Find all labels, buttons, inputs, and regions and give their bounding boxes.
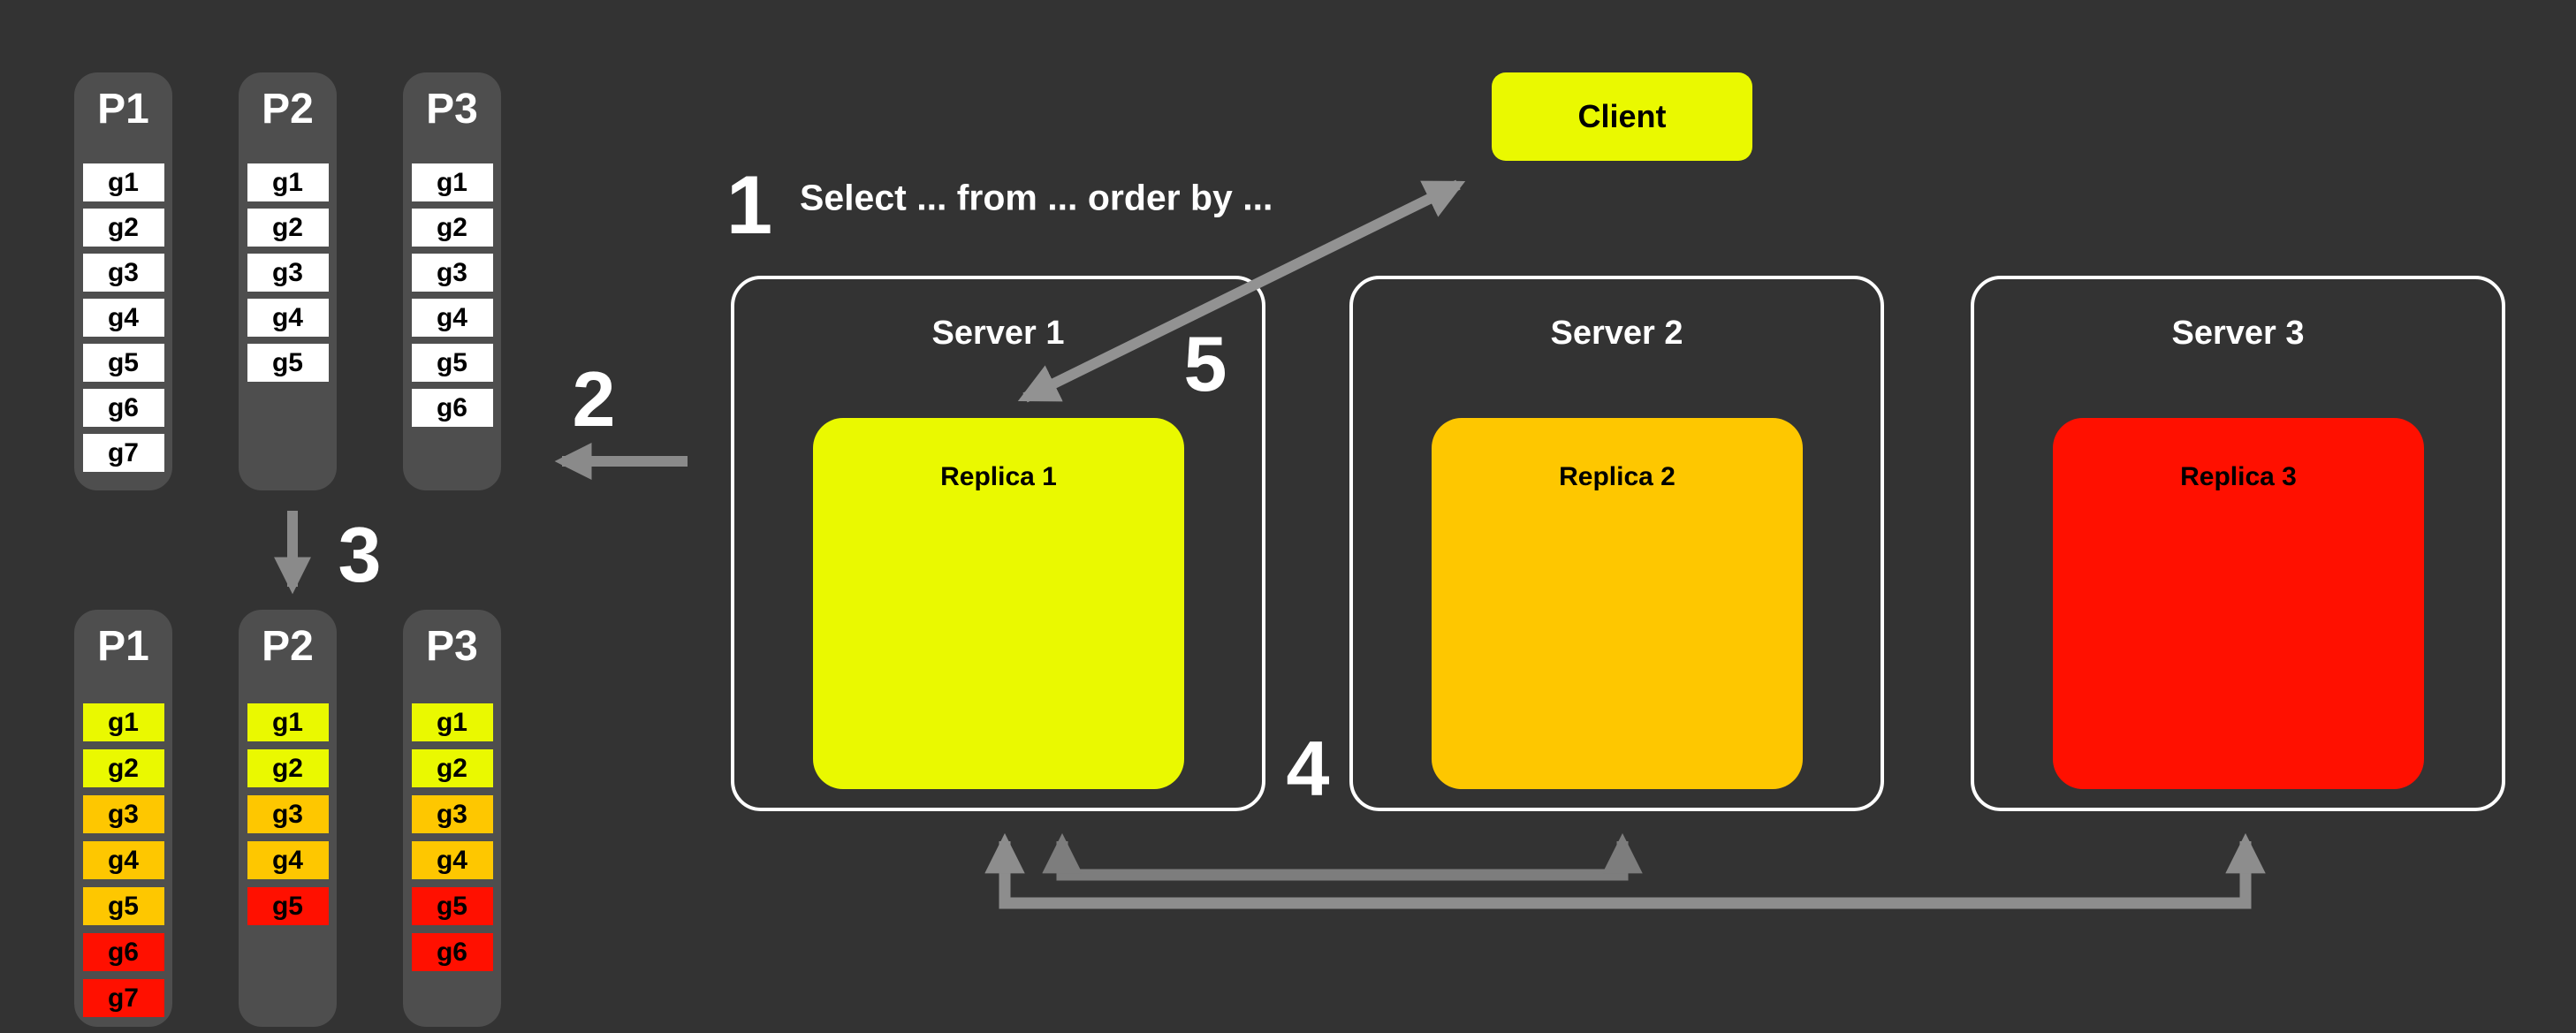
step-1-number: 1: [726, 158, 773, 251]
group-item-g5: g5: [82, 344, 164, 382]
replication-arrow-server2-server1: [1042, 832, 1643, 881]
group-item-g4: g4: [82, 299, 164, 337]
partition-column-after-p3: P3 g1 g2 g3 g4 g5 g6: [403, 610, 501, 1027]
group-item-g1: g1: [411, 703, 493, 741]
query-annotation-text: Select ... from ... order by ...: [800, 177, 1273, 218]
partition-label: P1: [97, 86, 149, 133]
group-item-g4: g4: [411, 299, 493, 337]
partition-label: P3: [426, 623, 478, 670]
step-3-number: 3: [338, 511, 382, 598]
server-box-2: Server 2 Replica 2: [1349, 276, 1884, 811]
group-item-g1: g1: [82, 163, 164, 201]
client-label: Client: [1577, 98, 1667, 134]
group-item-g4: g4: [411, 841, 493, 879]
group-item-g1: g1: [247, 163, 329, 201]
group-item-g4: g4: [247, 841, 329, 879]
replica-label: Replica 3: [2180, 462, 2297, 491]
replica-box-2: Replica 2: [1432, 418, 1803, 789]
step-2-number: 2: [572, 355, 616, 443]
partition-column-after-p2: P2 g1 g2 g3 g4 g5: [239, 610, 337, 1027]
group-item-g6: g6: [411, 933, 493, 971]
partition-column-after-p1: P1 g1 g2 g3 g4 g5 g6 g7: [74, 610, 172, 1027]
replica-box-3: Replica 3: [2053, 418, 2424, 789]
group-item-g7: g7: [82, 979, 164, 1017]
group-item-g3: g3: [247, 795, 329, 833]
group-item-g1: g1: [82, 703, 164, 741]
group-item-g3: g3: [247, 254, 329, 292]
group-item-g2: g2: [411, 209, 493, 247]
group-item-g6: g6: [82, 389, 164, 427]
partition-column-before-p2: P2 g1 g2 g3 g4 g5: [239, 72, 337, 490]
group-item-g4: g4: [247, 299, 329, 337]
group-item-g5: g5: [247, 344, 329, 382]
client-box: Client: [1492, 72, 1752, 161]
group-item-g2: g2: [411, 749, 493, 787]
step-4-number: 4: [1286, 725, 1330, 812]
group-item-g5: g5: [411, 887, 493, 925]
group-item-g4: g4: [82, 841, 164, 879]
replica-box-1: Replica 1: [813, 418, 1184, 789]
group-item-g6: g6: [82, 933, 164, 971]
group-item-g5: g5: [247, 887, 329, 925]
partition-label: P1: [97, 623, 149, 670]
group-item-g3: g3: [82, 795, 164, 833]
group-item-g3: g3: [411, 795, 493, 833]
group-item-g5: g5: [411, 344, 493, 382]
partition-items: g1 g2 g3 g4 g5: [239, 163, 337, 382]
server-label: Server 2: [1550, 315, 1683, 352]
partition-column-before-p1: P1 g1 g2 g3 g4 g5 g6 g7: [74, 72, 172, 490]
group-item-g3: g3: [82, 254, 164, 292]
group-item-g3: g3: [411, 254, 493, 292]
partition-label: P2: [262, 623, 314, 670]
group-item-g2: g2: [82, 209, 164, 247]
group-item-g2: g2: [247, 749, 329, 787]
partition-column-before-p3: P3 g1 g2 g3 g4 g5 g6: [403, 72, 501, 490]
group-item-g2: g2: [82, 749, 164, 787]
server-label: Server 3: [2171, 315, 2305, 352]
partition-items: g1 g2 g3 g4 g5 g6: [403, 163, 501, 427]
group-item-g2: g2: [247, 209, 329, 247]
group-item-g1: g1: [411, 163, 493, 201]
group-item-g5: g5: [82, 887, 164, 925]
partition-label: P3: [426, 86, 478, 133]
group-item-g1: g1: [247, 703, 329, 741]
partition-label: P2: [262, 86, 314, 133]
replica-label: Replica 1: [940, 462, 1057, 491]
partition-items: g1 g2 g3 g4 g5 g6: [403, 703, 501, 971]
group-item-g6: g6: [411, 389, 493, 427]
partition-items: g1 g2 g3 g4 g5 g6 g7: [74, 163, 172, 472]
partition-items: g1 g2 g3 g4 g5: [239, 703, 337, 925]
server-box-1: Server 1 Replica 1: [731, 276, 1265, 811]
replica-label: Replica 2: [1559, 462, 1676, 491]
replication-arrow-server3-server1: [984, 832, 2266, 909]
server-label: Server 1: [931, 315, 1065, 352]
partition-items: g1 g2 g3 g4 g5 g6 g7: [74, 703, 172, 1017]
server-box-3: Server 3 Replica 3: [1971, 276, 2505, 811]
group-item-g7: g7: [82, 434, 164, 472]
step-5-number: 5: [1183, 320, 1227, 407]
